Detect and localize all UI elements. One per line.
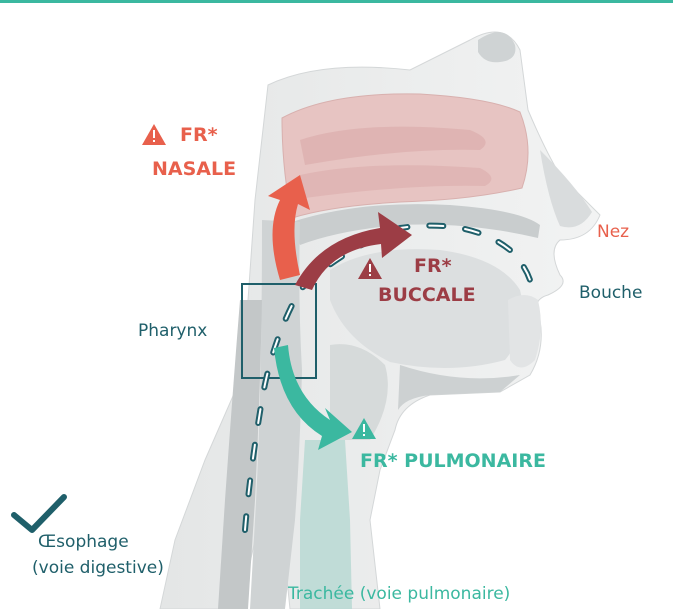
- checkmark-icon: [14, 497, 64, 530]
- fr-buccale-label-2: BUCCALE: [378, 284, 476, 306]
- nez-label: Nez: [597, 222, 629, 242]
- fr-pulmonaire-label: FR* PULMONAIRE: [360, 450, 546, 472]
- pharynx-label: Pharynx: [138, 321, 207, 341]
- fr-buccale-label-1: FR*: [414, 255, 452, 277]
- fr-nasale-label-2: NASALE: [152, 158, 236, 180]
- warning-icon: [142, 124, 166, 145]
- upper-lip: [508, 295, 541, 368]
- trachee-label: Trachée (voie pulmonaire): [288, 584, 510, 604]
- bouche-label: Bouche: [579, 283, 642, 303]
- oesophage-label-2: (voie digestive): [32, 558, 164, 578]
- oesophage-label-1: Œsophage: [38, 532, 129, 552]
- fr-nasale-label-1: FR*: [180, 124, 218, 146]
